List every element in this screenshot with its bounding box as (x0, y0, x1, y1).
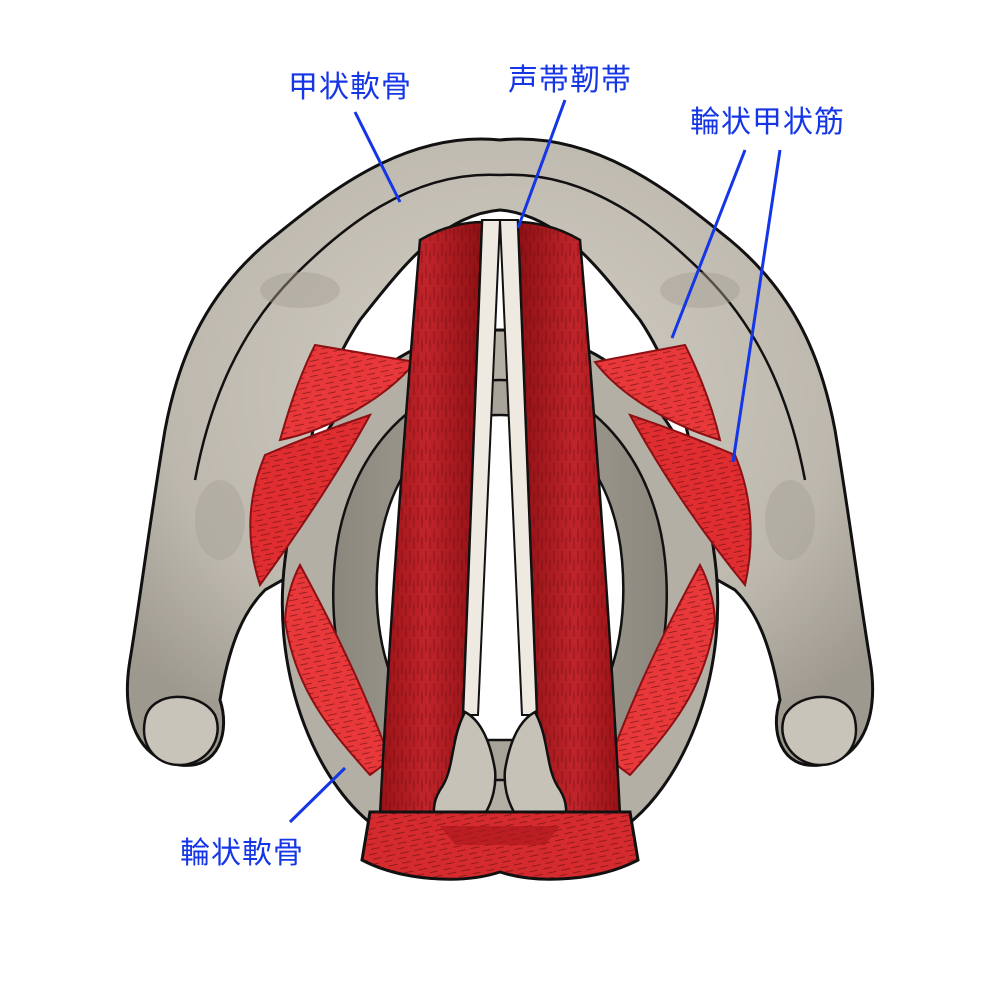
leader-line-ct-2 (731, 149, 782, 463)
label-cricoid-cartilage: 輪状軟骨 (180, 836, 304, 871)
vocal-fold-right (516, 220, 622, 822)
posterior-cricoid-lamina (360, 810, 640, 881)
vocal-fold-left (378, 220, 484, 822)
leader-line-ct-1 (670, 149, 747, 339)
label-vocal-ligament: 声帯靭帯 (508, 63, 632, 98)
leader-line-ligament (516, 99, 567, 229)
vocal-ligaments (460, 219, 540, 716)
leader-line-cricoid (288, 766, 347, 824)
leader-line-thyroid (353, 111, 402, 203)
label-thyroid-cartilage: 甲状軟骨 (288, 70, 412, 105)
thyroid-cartilage (125, 137, 875, 767)
cricothyroid-muscle-left (249, 343, 417, 777)
label-cricothyroid-muscle: 輪状甲状筋 (690, 105, 845, 140)
leader-lines (288, 99, 782, 824)
cricothyroid-muscle-right (593, 343, 752, 777)
